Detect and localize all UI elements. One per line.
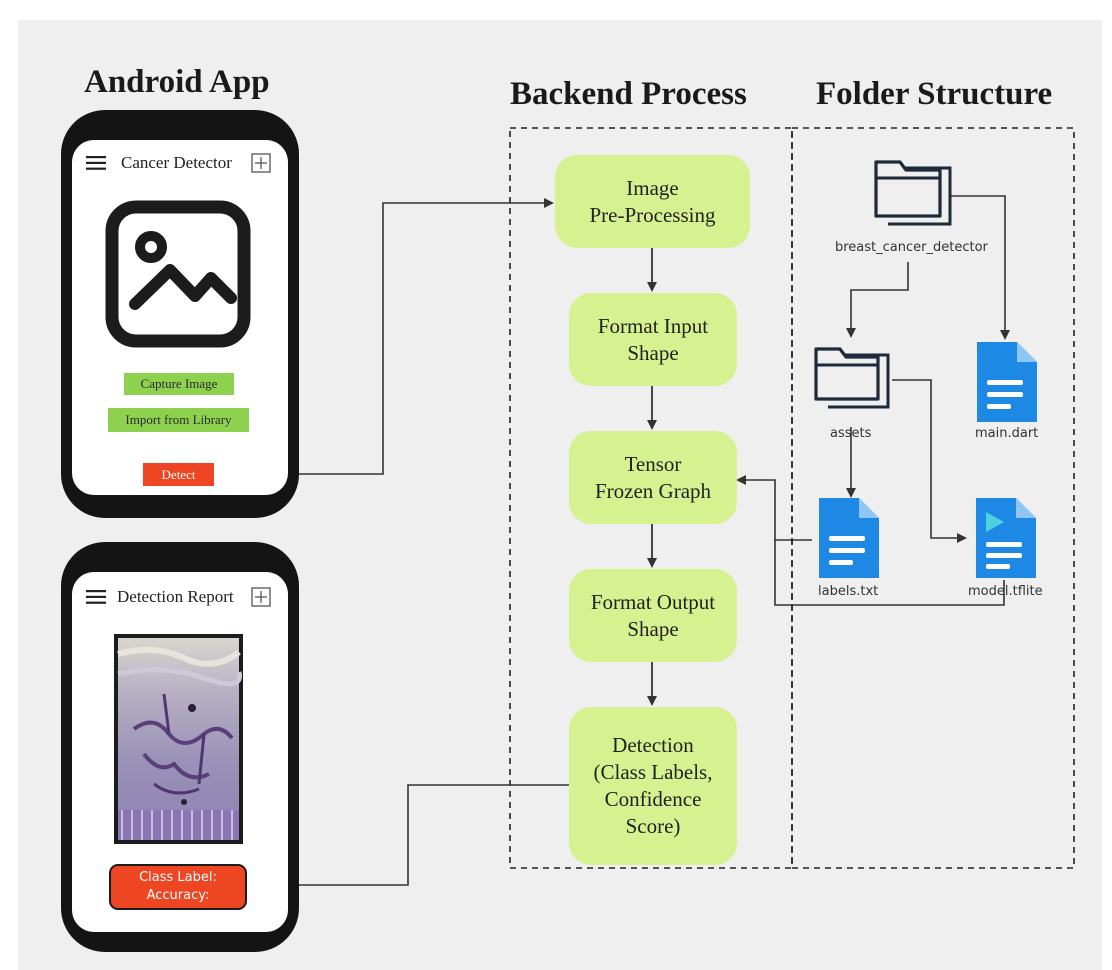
histology-image — [114, 634, 243, 844]
image-placeholder-icon — [105, 200, 251, 348]
folder-icon — [874, 160, 952, 226]
menu-icon[interactable] — [86, 156, 106, 170]
add-icon[interactable] — [251, 153, 271, 173]
model-file-label: model.tflite — [968, 584, 1043, 599]
media-file-icon — [976, 498, 1036, 578]
folder-icon — [814, 347, 890, 409]
document-icon — [977, 342, 1037, 422]
detect-to-preprocess-arrow — [215, 198, 554, 475]
capture-image-button[interactable]: Capture Image — [124, 373, 234, 395]
labels-to-tensor-arrow — [736, 475, 812, 541]
labels-file-label: labels.txt — [818, 584, 879, 599]
model-to-tensor-arrow — [774, 540, 1005, 606]
folder-region — [791, 127, 1075, 869]
process-node-tensor: Tensor Frozen Graph — [569, 431, 737, 524]
section-title-folder: Folder Structure — [816, 76, 1053, 112]
result-box: Class Label: Accuracy: — [109, 864, 247, 910]
process-node-preprocessing: Image Pre-Processing — [555, 155, 750, 248]
accuracy-text: Accuracy: — [146, 888, 210, 903]
import-library-button[interactable]: Import from Library — [108, 408, 249, 432]
section-title-backend: Backend Process — [510, 76, 747, 112]
add-icon[interactable] — [251, 587, 271, 607]
process-node-format-input: Format Input Shape — [569, 293, 737, 386]
phone-notch — [131, 118, 229, 142]
process-node-format-output: Format Output Shape — [569, 569, 737, 662]
assets-folder-label: assets — [830, 426, 872, 441]
root-to-assets-arrow — [846, 262, 909, 338]
main-file-label: main.dart — [975, 426, 1039, 441]
app-title-detector: Cancer Detector — [121, 153, 232, 172]
detection-to-result-arrow — [248, 784, 569, 890]
section-title-android: Android App — [84, 64, 270, 100]
document-icon — [819, 498, 879, 578]
app-title-report: Detection Report — [117, 587, 234, 606]
assets-to-model-arrow — [892, 379, 967, 543]
detect-button[interactable]: Detect — [143, 463, 214, 486]
menu-icon[interactable] — [86, 590, 106, 604]
class-label-text: Class Label: — [139, 870, 217, 885]
process-node-detection: Detection (Class Labels, Confidence Scor… — [569, 707, 737, 865]
root-to-main-arrow — [949, 195, 1010, 340]
root-folder-label: breast_cancer_detector — [835, 240, 988, 255]
